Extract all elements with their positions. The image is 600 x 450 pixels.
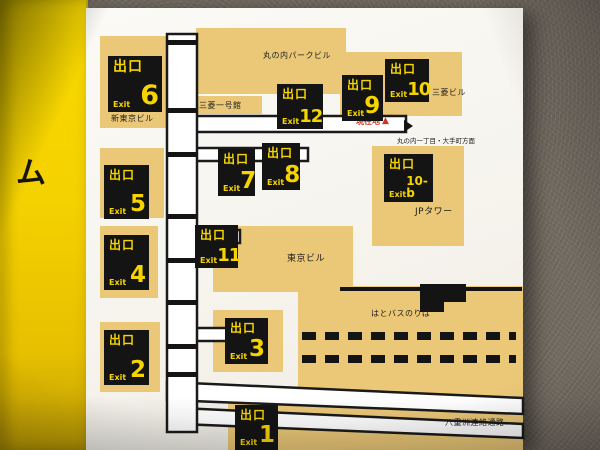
exit-number: 3 <box>248 336 265 362</box>
exit-en-label: Exit <box>113 100 131 109</box>
label-shin-tokyo-bldg: 新東京ビル <box>111 114 154 123</box>
label-hato-bus-stop: はとバスのりば <box>371 309 431 318</box>
exit-en-label: Exit <box>282 117 300 126</box>
exit-jp-label: 出口 <box>109 333 136 347</box>
exit-6-marker: 出口 Exit 6 <box>108 56 162 112</box>
exit-number: 10 <box>407 79 431 100</box>
exit-jp-label: 出口 <box>230 321 257 335</box>
label-mitsubishi-bldg: 三菱ビル <box>432 88 466 97</box>
yellow-side-band: ム <box>0 0 88 450</box>
exit-en-label: Exit <box>200 256 218 265</box>
exit-en-label: Exit <box>390 90 408 99</box>
exit-en-label: Exit <box>267 178 285 187</box>
exit-en-label: Exit <box>347 109 365 118</box>
exit-en-label: Exit <box>240 438 258 447</box>
exit-number: 11 <box>217 245 241 266</box>
exit-number: 1 <box>258 422 275 448</box>
exit-en-label: Exit <box>389 190 407 199</box>
label-direction-note: 丸の内一丁目・大手町方面 <box>397 137 475 145</box>
exit-number: 8 <box>284 162 300 188</box>
exit-number: 5 <box>129 191 146 217</box>
exit-jp-label: 出口 <box>109 168 136 182</box>
exit-number: 9 <box>364 93 380 119</box>
exit-jp-label: 出口 <box>267 146 294 160</box>
exit-jp-label: 出口 <box>109 238 136 252</box>
label-jp-tower: JPタワー <box>415 207 453 217</box>
exit-number: 12 <box>299 106 323 127</box>
exit-en-label: Exit <box>223 184 241 193</box>
exit-en-label: Exit <box>109 207 127 216</box>
label-mitsubishi-ichigokan: 三菱一号館 <box>199 101 242 110</box>
exit-jp-label: 出口 <box>390 62 417 76</box>
exit-number: 2 <box>129 357 146 383</box>
exit-jp-label: 出口 <box>389 157 416 171</box>
exit-en-label: Exit <box>230 352 248 361</box>
side-band-text: ム <box>16 156 46 191</box>
exit-en-label: Exit <box>109 373 127 382</box>
exit-number: 10-b <box>406 174 428 200</box>
exit-number: 7 <box>240 168 256 194</box>
exit-en-label: Exit <box>109 278 127 287</box>
label-yaesu-passage: 八重洲連絡通路 <box>445 418 505 427</box>
exit-jp-label: 出口 <box>223 152 250 166</box>
exit-number: 6 <box>140 80 159 111</box>
exit-number: 4 <box>129 262 146 288</box>
exit-jp-label: 出口 <box>282 87 309 101</box>
exit-jp-label: 出口 <box>200 228 227 242</box>
exit-jp-label: 出口 <box>113 59 143 75</box>
label-marunouchi-park-bldg: 丸の内パークビル <box>263 51 331 60</box>
you-are-here-triangle-icon: ▲ <box>382 116 389 126</box>
exit-jp-label: 出口 <box>240 408 267 422</box>
label-tokyo-bldg: 東京ビル <box>287 254 326 264</box>
exit-jp-label: 出口 <box>347 78 374 92</box>
